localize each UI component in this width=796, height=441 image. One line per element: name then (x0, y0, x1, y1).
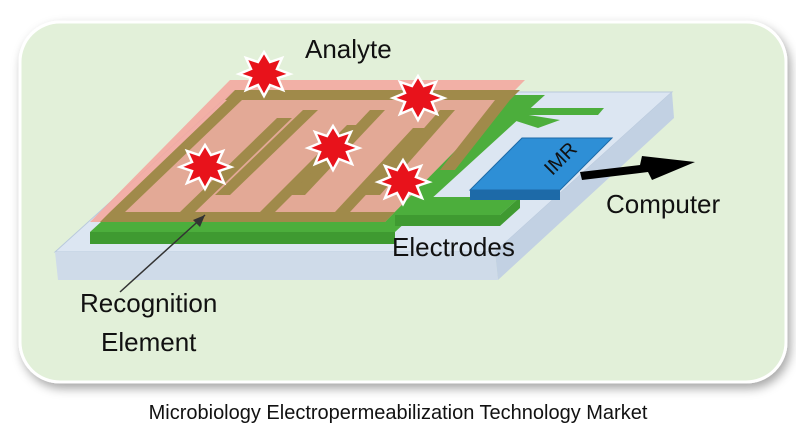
analyte-burst (176, 142, 235, 192)
recognition-label-line1: Recognition (80, 288, 217, 318)
analyte-burst (389, 73, 448, 123)
electrode-lead-bottom-edge (395, 215, 500, 226)
recognition-pointer (119, 214, 206, 293)
substrate-side (495, 92, 674, 280)
computer-label: Computer (606, 189, 720, 219)
analyte-burst (374, 157, 433, 207)
analyte-label: Analyte (305, 34, 392, 64)
analyte-burst (304, 123, 363, 173)
electrode-lead-bottom (395, 197, 520, 215)
electrodes-label: Electrodes (392, 232, 515, 262)
analyte-markers (176, 49, 448, 207)
substrate-edge (55, 252, 498, 280)
electrode-lead-top-arm (488, 112, 560, 128)
recognition-label-line2: Element (101, 327, 197, 357)
figure-caption: Microbiology Electropermeabilization Tec… (148, 402, 648, 424)
electrode-lead-top (500, 108, 604, 115)
electrode-green-edge (90, 232, 395, 244)
output-arrow (580, 156, 695, 180)
analyte-burst (235, 49, 294, 99)
imr-chip-edge (470, 190, 560, 200)
electrode-lead-bottom-arm (500, 197, 520, 226)
